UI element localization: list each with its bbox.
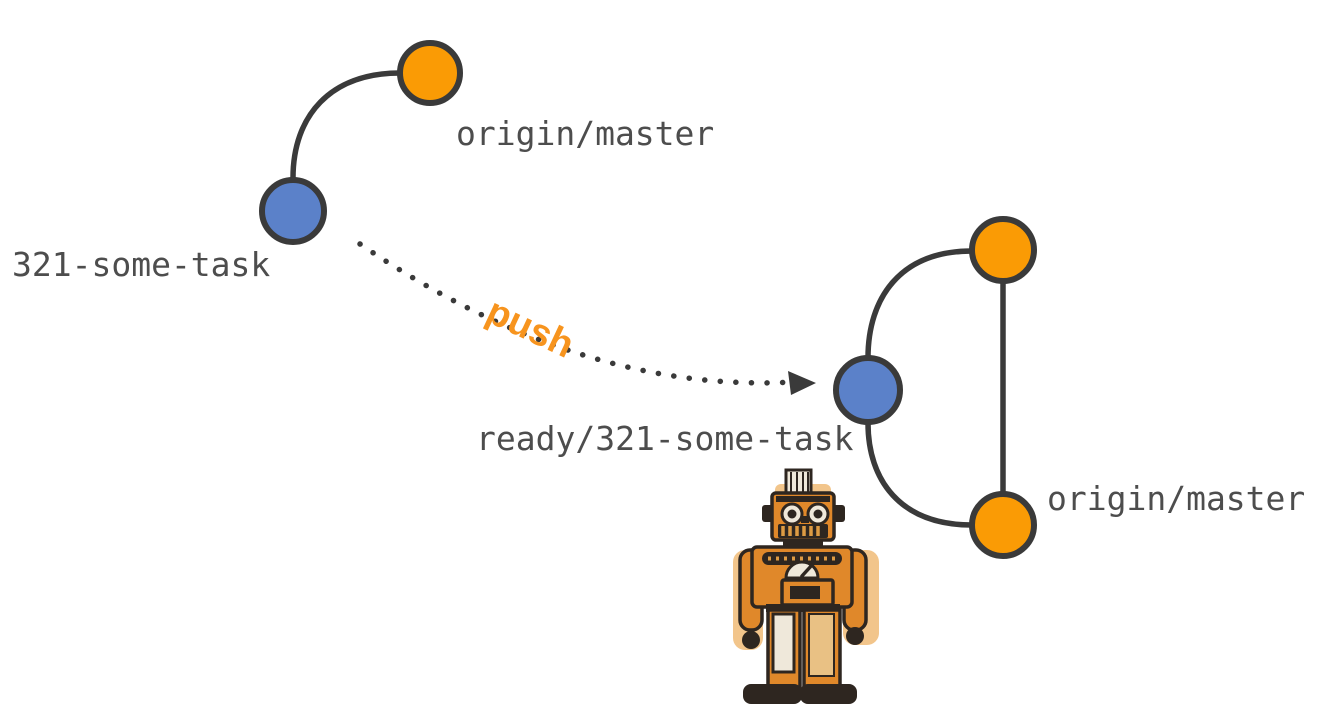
remote-ready-top-edge [865, 248, 975, 361]
robot-left-shin-panel [771, 612, 796, 674]
local-branch-graph [259, 40, 463, 245]
remote-branch-graph [833, 216, 1037, 559]
robot-neck [783, 540, 823, 547]
local-branch-edge [290, 70, 403, 181]
robot-nose [801, 516, 809, 523]
robot-right-hand [846, 627, 864, 645]
local-branch-label: 321-some-task [12, 245, 271, 284]
robot-hips [766, 604, 840, 612]
robot-gauge-needle [800, 563, 814, 578]
robot-crown-ribs [790, 472, 809, 493]
robot-right-pupil [813, 509, 823, 519]
push-arrowhead-icon [788, 371, 816, 395]
robot-left-pupil [787, 509, 797, 519]
robot-belt-buckle [790, 586, 820, 599]
local-origin-master-label: origin/master [456, 114, 715, 153]
remote-ready-branch-label: ready/321-some-task [476, 419, 854, 458]
robot-left-foot [743, 684, 802, 704]
robot-right-shin-panel [808, 613, 835, 677]
robot-mouth-teeth [781, 526, 820, 536]
robot-left-hand [742, 631, 760, 649]
remote-master-base-node [969, 491, 1037, 559]
remote-ready-bottom-edge [865, 420, 975, 528]
local-task-commit-node [259, 177, 327, 245]
push-arrow-dotted-path [357, 241, 797, 386]
remote-ready-commit-node [833, 355, 903, 425]
remote-origin-master-label: origin/master [1047, 479, 1306, 518]
robot-head-band [776, 496, 830, 502]
push-arrow [357, 241, 816, 395]
local-master-commit-node [397, 40, 463, 106]
toy-robot-icon [733, 468, 879, 704]
remote-master-tip-node [969, 216, 1037, 284]
robot-right-foot [800, 684, 857, 704]
